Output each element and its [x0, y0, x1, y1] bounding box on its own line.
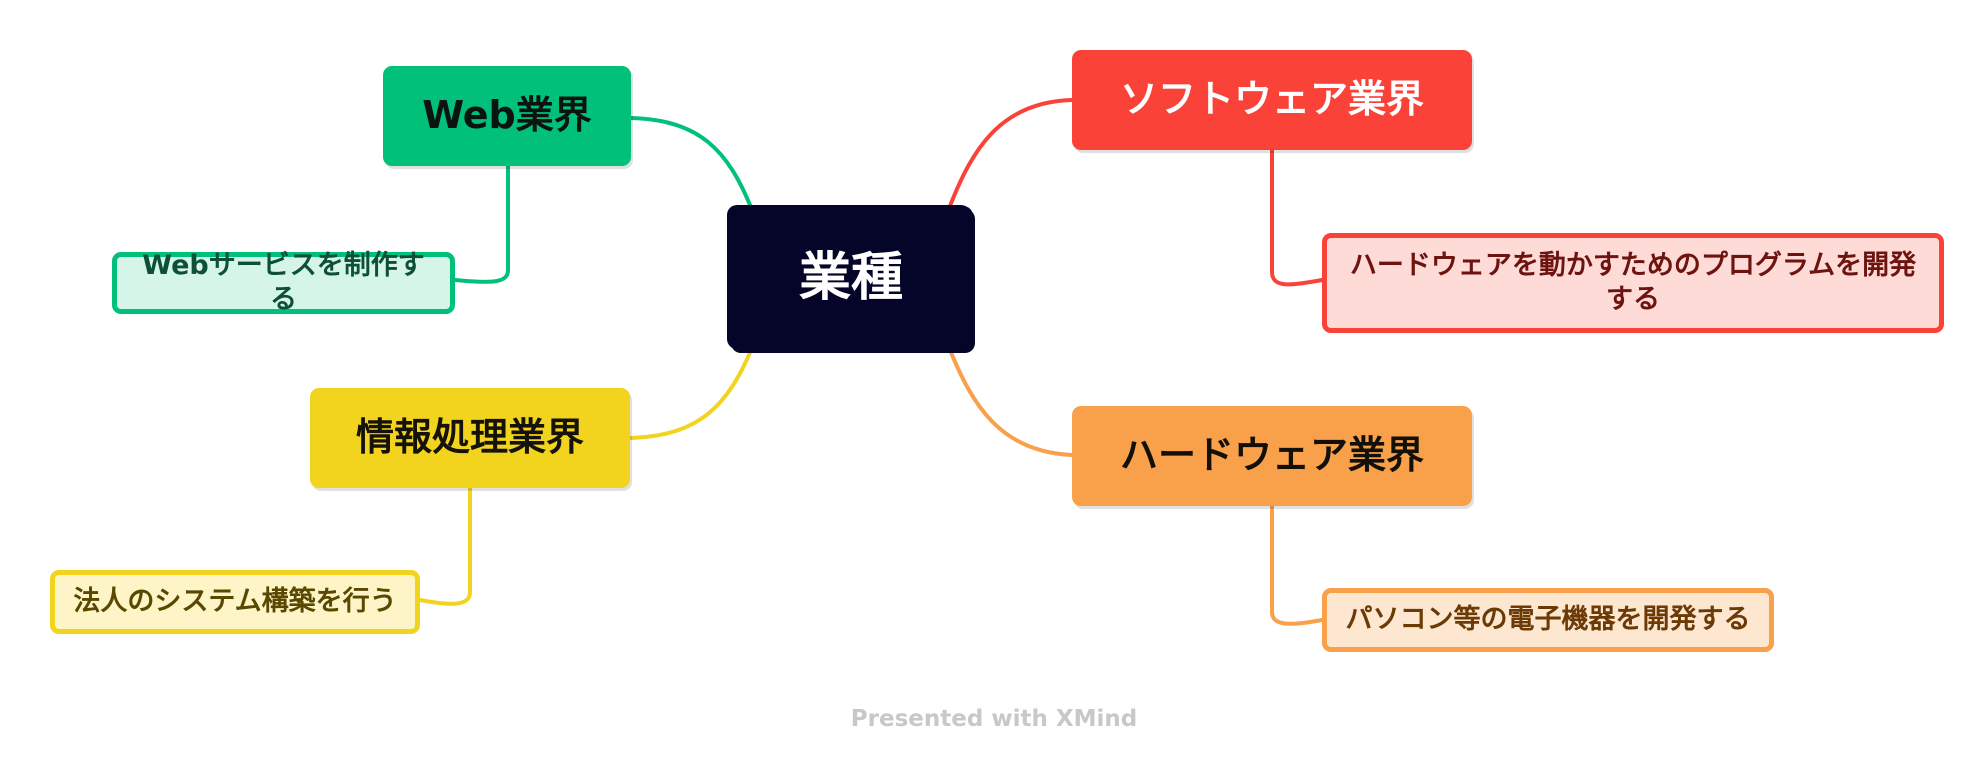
topic-information-processing-industry[interactable]: 情報処理業界 — [310, 388, 630, 488]
subtopic-software-industry-label: ハードウェアを動かすためのプログラムを開発する — [1349, 250, 1917, 315]
topic-software-industry-label: ソフトウェア業界 — [1119, 77, 1424, 122]
topic-software-industry[interactable]: ソフトウェア業界 — [1072, 50, 1472, 150]
topic-hardware-industry-label: ハードウェア業界 — [1119, 433, 1424, 478]
subtopic-web-industry-label: Webサービスを制作する — [142, 250, 425, 315]
subtopic-information-processing-industry-label: 法人のシステム構築を行う — [73, 586, 397, 618]
link-central-hard — [948, 348, 1074, 457]
topic-web-industry-label: Web業界 — [422, 93, 592, 138]
topic-web-industry[interactable]: Web業界 — [383, 66, 631, 166]
link-info-sub — [418, 486, 472, 606]
topic-hardware-industry[interactable]: ハードウェア業界 — [1072, 406, 1472, 506]
link-hard-sub — [1270, 504, 1324, 626]
subtopic-information-processing-industry[interactable]: 法人のシステム構築を行う — [50, 570, 420, 634]
subtopic-hardware-industry[interactable]: パソコン等の電子機器を開発する — [1322, 588, 1774, 652]
subtopic-software-industry[interactable]: ハードウェアを動かすためのプログラムを開発する — [1322, 233, 1944, 333]
link-soft-sub — [1270, 148, 1324, 287]
link-central-info — [628, 346, 754, 440]
central-topic[interactable]: 業種 — [729, 206, 973, 350]
subtopic-hardware-industry-label: パソコン等の電子機器を開発する — [1345, 604, 1751, 636]
link-web-sub — [453, 164, 510, 284]
topic-information-processing-industry-label: 情報処理業界 — [355, 415, 584, 460]
presented-with-footer: Presented with XMind — [850, 706, 1138, 732]
subtopic-web-industry[interactable]: Webサービスを制作する — [112, 250, 455, 315]
link-central-web — [629, 116, 754, 212]
central-topic-label: 業種 — [798, 247, 903, 308]
link-central-soft — [948, 98, 1074, 208]
